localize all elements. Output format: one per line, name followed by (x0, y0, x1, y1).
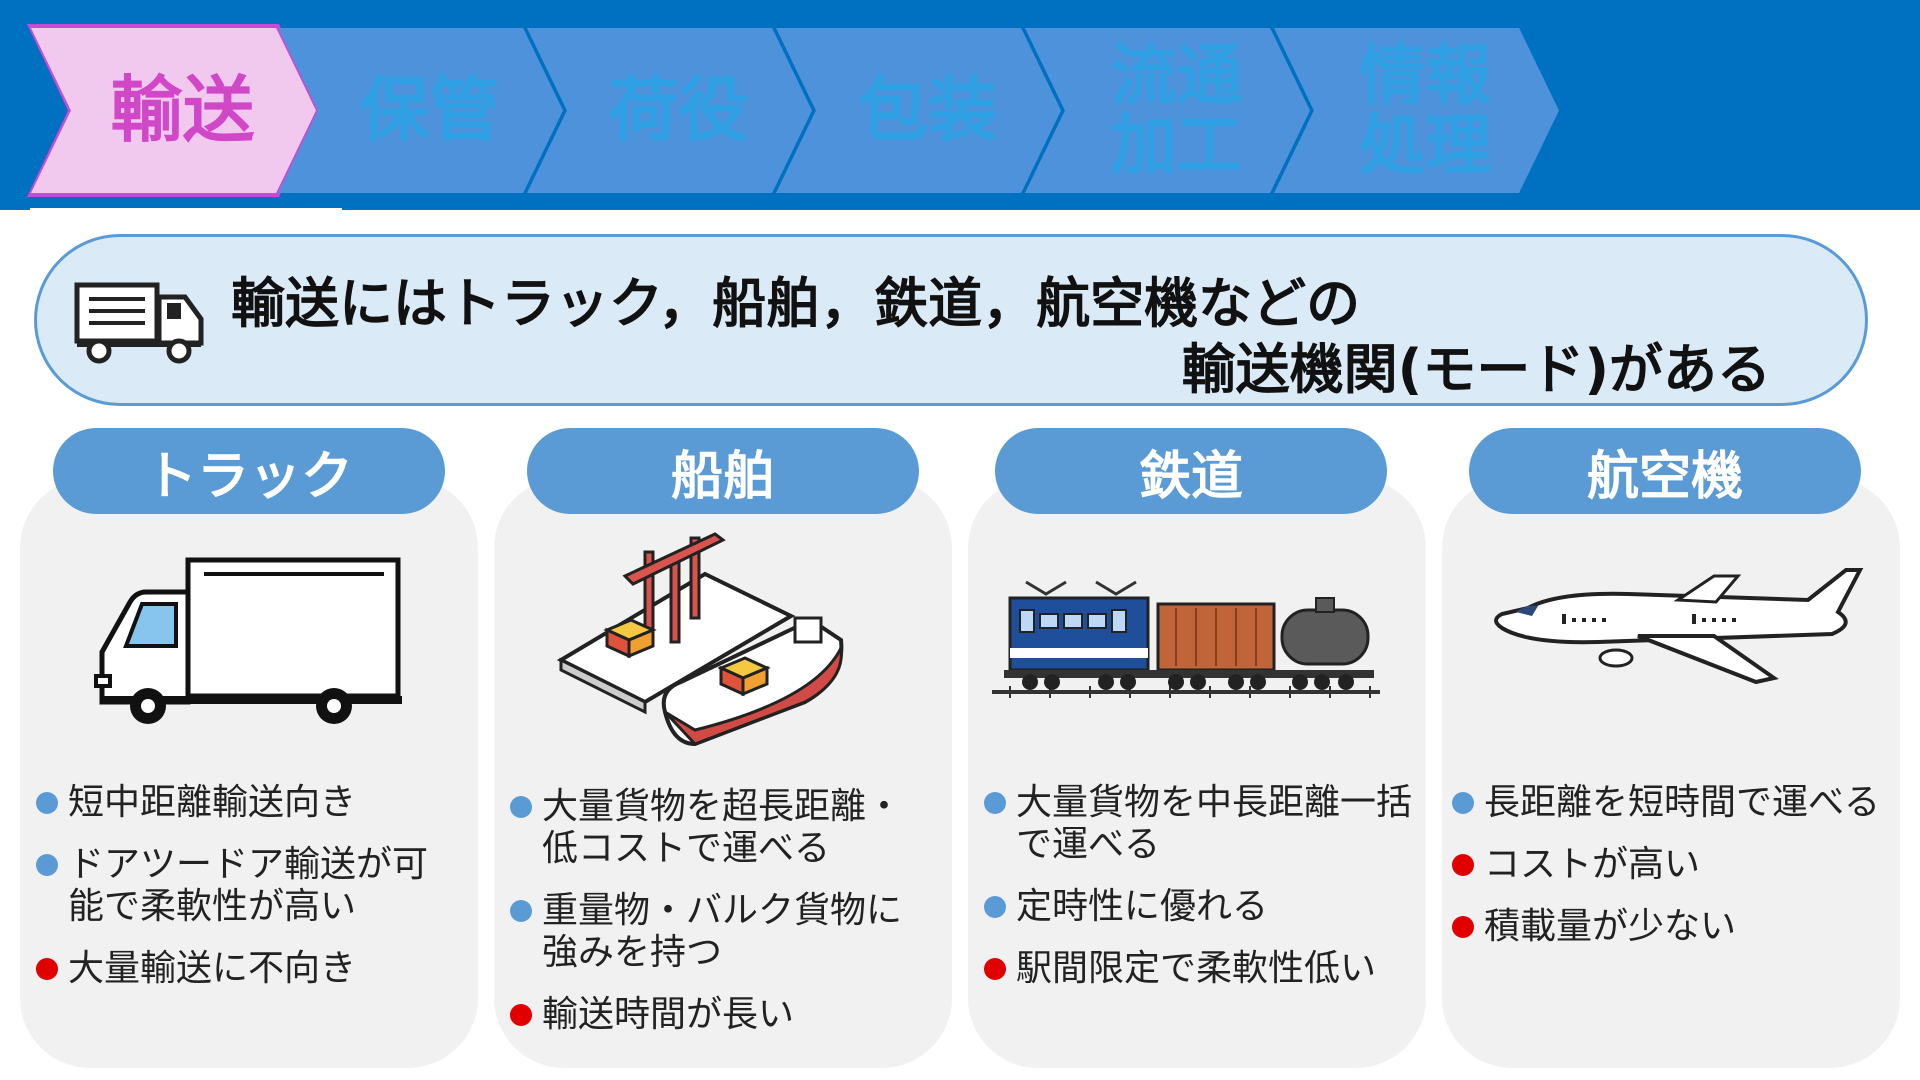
step-distribution-processing[interactable]: 流通 加工 (1025, 28, 1310, 193)
list-item: 短中距離輸送向き (36, 782, 436, 824)
step-label: 流通 加工 (1110, 37, 1243, 184)
headline-box: 輸送にはトラック，船舶，鉄道，航空機などの 輸送機関(モード)がある (34, 234, 1868, 406)
merit-dot (510, 900, 532, 922)
list-item: 駅間限定で柔軟性低い (984, 948, 1414, 990)
air-card (1442, 478, 1900, 1068)
truck-title: トラック (53, 428, 445, 514)
list-item: 大量輸送に不向き (36, 948, 436, 990)
air-points: 長距離を短時間で運べる コストが高い 積載量が少ない (1452, 782, 1900, 968)
demerit-dot (1452, 916, 1474, 938)
list-item: コストが高い (1452, 844, 1900, 886)
step-label: 荷役 (608, 68, 749, 151)
demerit-dot (1452, 854, 1474, 876)
headline-line-1: 輸送にはトラック，船舶，鉄道，航空機などの (231, 272, 1361, 335)
list-item: 輸送時間が長い (510, 994, 920, 1036)
merit-dot (510, 796, 532, 818)
list-item: 重量物・バルク貨物に強みを持つ (510, 890, 920, 974)
rail-title: 鉄道 (995, 428, 1387, 514)
demerit-dot (510, 1004, 532, 1026)
merit-dot (984, 896, 1006, 918)
step-information-processing[interactable]: 情報 処理 (1274, 28, 1559, 193)
merit-dot (36, 854, 58, 876)
demerit-dot (984, 958, 1006, 980)
airplane-illustration (1494, 568, 1864, 685)
truck-illustration (94, 557, 402, 724)
ship-title: 船舶 (527, 428, 919, 514)
list-item: 定時性に優れる (984, 886, 1414, 928)
step-storage[interactable]: 保管 (278, 28, 563, 193)
list-item: ドアツードア輸送が可能で柔軟性が高い (36, 844, 436, 928)
list-item: 大量貨物を超長距離・低コストで運べる (510, 786, 920, 870)
air-title: 航空機 (1469, 428, 1861, 514)
list-item: 積載量が少ない (1452, 906, 1900, 948)
demerit-dot (36, 958, 58, 980)
step-cargo-handling[interactable]: 荷役 (527, 28, 812, 193)
active-underline (30, 208, 342, 212)
truck-points: 短中距離輸送向き ドアツードア輸送が可能で柔軟性が高い 大量輸送に不向き (36, 782, 436, 1010)
ship-points: 大量貨物を超長距離・低コストで運べる 重量物・バルク貨物に強みを持つ 輸送時間が… (510, 786, 920, 1056)
train-illustration (992, 580, 1380, 698)
truck-icon (74, 282, 204, 364)
merit-dot (1452, 792, 1474, 814)
step-transport[interactable]: 輸送 (31, 28, 316, 193)
list-item: 大量貨物を中長距離一括で運べる (984, 782, 1414, 866)
ship-card (494, 478, 952, 1068)
rail-points: 大量貨物を中長距離一括で運べる 定時性に優れる 駅間限定で柔軟性低い (984, 782, 1414, 1010)
merit-dot (984, 792, 1006, 814)
list-item: 長距離を短時間で運べる (1452, 782, 1900, 824)
step-label: 輸送 (110, 67, 255, 152)
step-packaging[interactable]: 包装 (776, 28, 1061, 193)
headline-line-2: 輸送機関(モード)がある (1181, 338, 1771, 401)
step-label: 保管 (359, 68, 500, 151)
step-label: 包装 (857, 68, 998, 151)
ship-port-illustration (556, 532, 844, 747)
step-label: 情報 処理 (1359, 37, 1492, 184)
rail-card (968, 478, 1426, 1068)
merit-dot (36, 792, 58, 814)
